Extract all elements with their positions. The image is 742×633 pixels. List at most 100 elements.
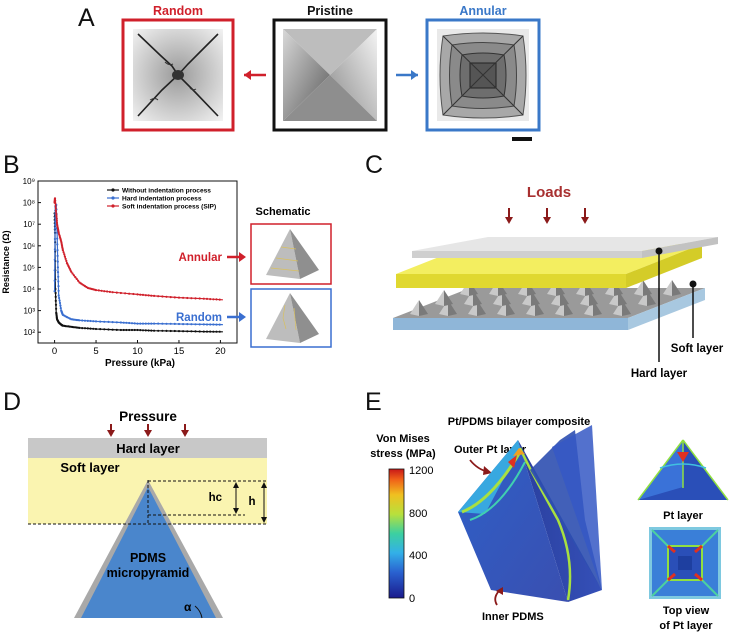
series-point bbox=[74, 276, 77, 279]
series-point bbox=[186, 330, 189, 333]
load-arrow-icon bbox=[505, 217, 513, 224]
legend-label: Hard indentation process bbox=[122, 196, 202, 203]
series-point bbox=[128, 292, 131, 295]
series-point bbox=[128, 321, 131, 325]
series-point bbox=[55, 217, 58, 220]
panel-a-letter: A bbox=[78, 4, 95, 32]
series-point bbox=[53, 248, 57, 251]
hard-layer-callout: Hard layer bbox=[631, 368, 688, 380]
series-point bbox=[139, 329, 142, 332]
scale-bar bbox=[512, 137, 532, 141]
series-point bbox=[122, 321, 125, 324]
series-point bbox=[177, 296, 181, 299]
y-tick-label: 10⁴ bbox=[23, 285, 36, 294]
panel-d: D Pressure Hard layer Soft layer PDMS mi… bbox=[3, 388, 268, 619]
series-point bbox=[56, 237, 59, 240]
series-point bbox=[53, 258, 56, 261]
series-point bbox=[92, 320, 95, 323]
series-point bbox=[108, 290, 111, 293]
series-point bbox=[190, 323, 193, 326]
series-point bbox=[198, 330, 201, 333]
legend-marker bbox=[111, 204, 115, 208]
series-point bbox=[202, 323, 205, 326]
series-point bbox=[125, 321, 128, 324]
series-point bbox=[141, 293, 145, 296]
series-point bbox=[83, 327, 87, 330]
panel-e: E Pt/PDMS bilayer composite Von Mises st… bbox=[365, 388, 729, 632]
series-point bbox=[54, 220, 57, 223]
pt-layer-pyramid bbox=[637, 439, 729, 501]
series-point bbox=[173, 322, 176, 325]
series-point bbox=[59, 304, 62, 307]
series-point bbox=[58, 299, 61, 302]
series-point bbox=[157, 322, 160, 325]
load-arrow-icon bbox=[581, 217, 589, 224]
series-point bbox=[209, 330, 212, 333]
series-line-1 bbox=[54, 204, 223, 326]
pyramid-label-1: PDMS bbox=[130, 551, 166, 565]
x-axis-label: Pressure (kPa) bbox=[105, 358, 175, 369]
load-arrow-icon bbox=[543, 217, 551, 224]
series-point bbox=[212, 323, 215, 326]
series-point bbox=[186, 323, 189, 326]
series-point bbox=[63, 253, 66, 256]
series-point bbox=[133, 322, 136, 325]
legend-marker bbox=[111, 188, 115, 192]
y-tick-label: 10⁹ bbox=[23, 177, 35, 186]
series-point bbox=[165, 322, 168, 325]
pristine-pyramid-image bbox=[272, 18, 388, 132]
series-point bbox=[161, 295, 164, 298]
series-point bbox=[56, 231, 59, 234]
series-group bbox=[53, 197, 223, 333]
pt-layer-label: Pt layer bbox=[663, 510, 703, 522]
series-point bbox=[198, 323, 201, 326]
series-point bbox=[97, 289, 100, 292]
series-point bbox=[150, 322, 153, 325]
series-line-2 bbox=[54, 198, 223, 301]
series-point bbox=[57, 280, 60, 283]
series-point bbox=[130, 328, 134, 332]
series-point bbox=[136, 328, 139, 332]
series-point bbox=[125, 328, 128, 332]
series-point bbox=[173, 296, 176, 299]
series-point bbox=[194, 297, 197, 300]
hc-label: hc bbox=[209, 492, 223, 504]
series-point bbox=[218, 298, 221, 301]
series-point bbox=[144, 329, 147, 332]
series-point bbox=[141, 322, 145, 325]
series-point bbox=[177, 322, 181, 326]
legend-label: Soft indentation process (SIP) bbox=[122, 204, 216, 211]
series-point bbox=[54, 209, 58, 212]
series-point bbox=[111, 328, 114, 331]
series-point bbox=[70, 270, 73, 273]
panel-d-letter: D bbox=[3, 388, 21, 416]
series-point bbox=[215, 298, 218, 301]
series-point bbox=[53, 269, 56, 272]
series-point bbox=[54, 223, 57, 226]
series-point bbox=[153, 322, 156, 325]
series-point bbox=[99, 320, 102, 323]
base-layer-with-pyramids bbox=[393, 280, 705, 330]
legend-marker bbox=[111, 196, 115, 200]
series-point bbox=[92, 327, 95, 330]
colorbar-title-2: stress (MPa) bbox=[370, 448, 436, 460]
series-point bbox=[205, 330, 209, 333]
series-point bbox=[182, 323, 185, 326]
top-view-label-1: Top view bbox=[663, 605, 710, 617]
series-point bbox=[89, 327, 92, 330]
series-point bbox=[115, 328, 118, 331]
series-point bbox=[161, 322, 164, 325]
series-point bbox=[63, 255, 66, 258]
random-pyramid-image bbox=[121, 18, 235, 132]
x-tick-label: 10 bbox=[132, 346, 143, 357]
series-point bbox=[202, 297, 205, 300]
colorbar-tick-1200: 1200 bbox=[409, 465, 433, 477]
series-point bbox=[53, 237, 57, 241]
series-point bbox=[169, 296, 172, 299]
series-point bbox=[77, 279, 80, 282]
schematic-random-pyramid bbox=[250, 288, 332, 348]
series-point bbox=[54, 207, 57, 210]
series-point bbox=[215, 330, 218, 333]
